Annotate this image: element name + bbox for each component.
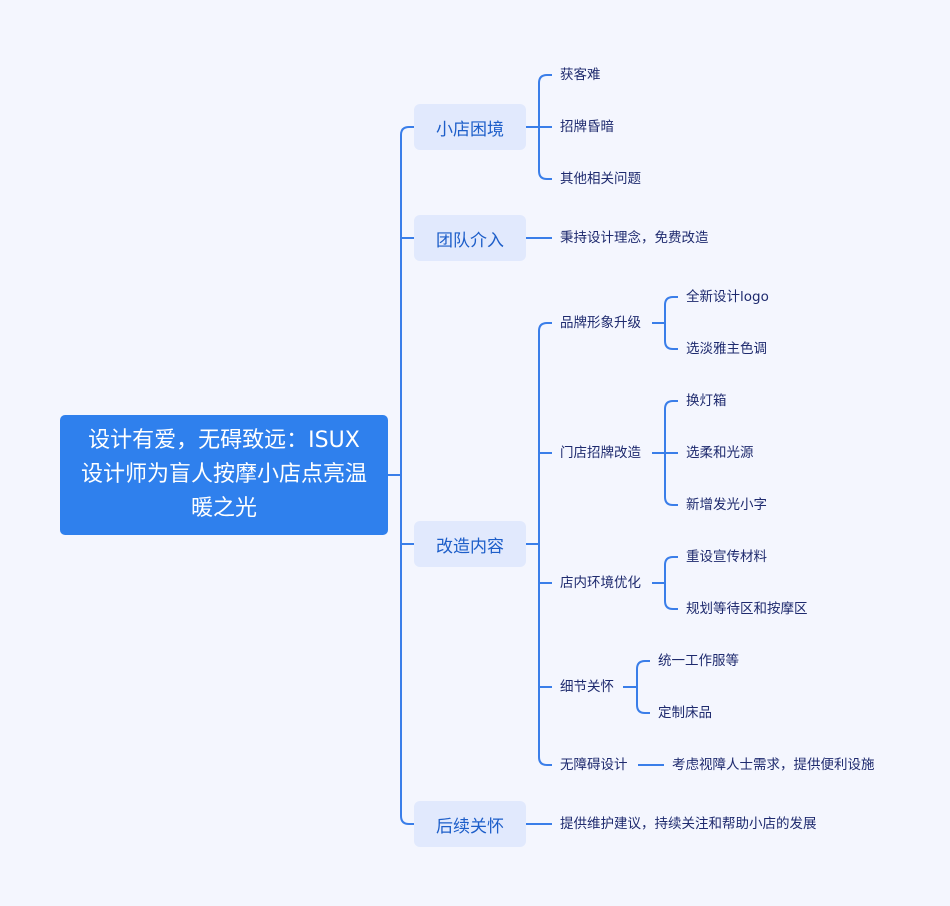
bracket-interior — [652, 556, 678, 610]
topic-node[interactable]: 考虑视障人士需求，提供便利设施 — [672, 757, 875, 773]
topic-node[interactable]: 其他相关问题 — [560, 171, 641, 187]
topic-node[interactable]: 全新设计logo — [686, 289, 769, 305]
topic-node[interactable]: 定制床品 — [658, 705, 712, 721]
root-topic-label: 设计有爱，无碍致远：ISUX设计师为盲人按摩小店点亮温暖之光 — [80, 428, 367, 521]
topic-node[interactable]: 选淡雅主色调 — [686, 341, 767, 357]
topic-node[interactable]: 获客难 — [560, 67, 601, 83]
topic-node[interactable]: 提供维护建议，持续关注和帮助小店的发展 — [560, 816, 817, 832]
topic-node[interactable]: 统一工作服等 — [658, 653, 739, 669]
root-topic[interactable]: 设计有爱，无碍致远：ISUX设计师为盲人按摩小店点亮温暖之光 — [60, 415, 388, 535]
topic-node[interactable]: 秉持设计理念，免费改造 — [560, 230, 709, 246]
trunk-bracket — [400, 126, 414, 825]
subtopic-details[interactable]: 细节关怀 — [560, 679, 614, 695]
branch-label: 小店困境 — [436, 119, 504, 140]
topic-node[interactable]: 新增发光小字 — [686, 497, 767, 513]
branch-followup[interactable]: 后续关怀 — [414, 801, 526, 847]
topic-node[interactable]: 规划等待区和按摩区 — [686, 601, 808, 617]
subtopic-sign[interactable]: 门店招牌改造 — [560, 445, 641, 461]
subtopic-accessible[interactable]: 无障碍设计 — [560, 757, 628, 773]
branch-renovation[interactable]: 改造内容 — [414, 521, 526, 567]
branch-label: 团队介入 — [436, 230, 504, 251]
topic-node[interactable]: 换灯箱 — [686, 393, 727, 409]
topic-node[interactable]: 招牌昏暗 — [560, 119, 614, 135]
topic-node[interactable]: 重设宣传材料 — [686, 549, 767, 565]
subtopic-interior[interactable]: 店内环境优化 — [560, 575, 641, 591]
branch-team[interactable]: 团队介入 — [414, 215, 526, 261]
bracket-brand — [652, 296, 678, 350]
bracket-renovation — [526, 322, 552, 766]
bracket-shop-problems — [526, 74, 552, 180]
bracket-sign — [652, 400, 678, 506]
branch-shop-problems[interactable]: 小店困境 — [414, 104, 526, 150]
bracket-details — [623, 660, 650, 714]
topic-node[interactable]: 选柔和光源 — [686, 445, 754, 461]
subtopic-brand[interactable]: 品牌形象升级 — [560, 315, 641, 331]
branch-label: 后续关怀 — [436, 816, 504, 837]
branch-label: 改造内容 — [436, 536, 504, 557]
